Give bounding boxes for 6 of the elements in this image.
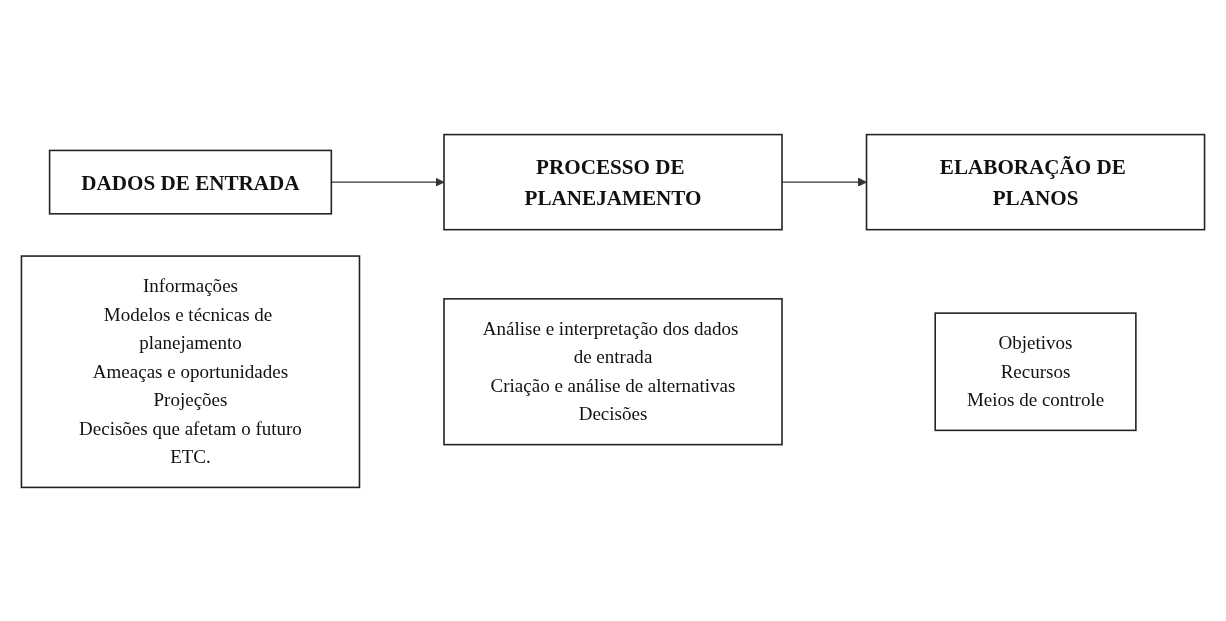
node-box: Informações Modelos e técnicas de planejamento Ameaças e oportunidades Projeções Decisões que afetam o futuro ETC. [20, 254, 361, 488]
node-box: DADOS DE ENTRADA [48, 149, 333, 215]
node-box: PROCESSO DE PLANEJAMENTO [443, 133, 783, 230]
node-box: Objetivos Recursos Meios de controle [934, 311, 1137, 431]
node-box: Análise e interpretação dos dados de entrada Criação e análise de alternativas Decisões [443, 297, 783, 445]
node-box: ELABORAÇÃO DE PLANOS [865, 133, 1206, 230]
